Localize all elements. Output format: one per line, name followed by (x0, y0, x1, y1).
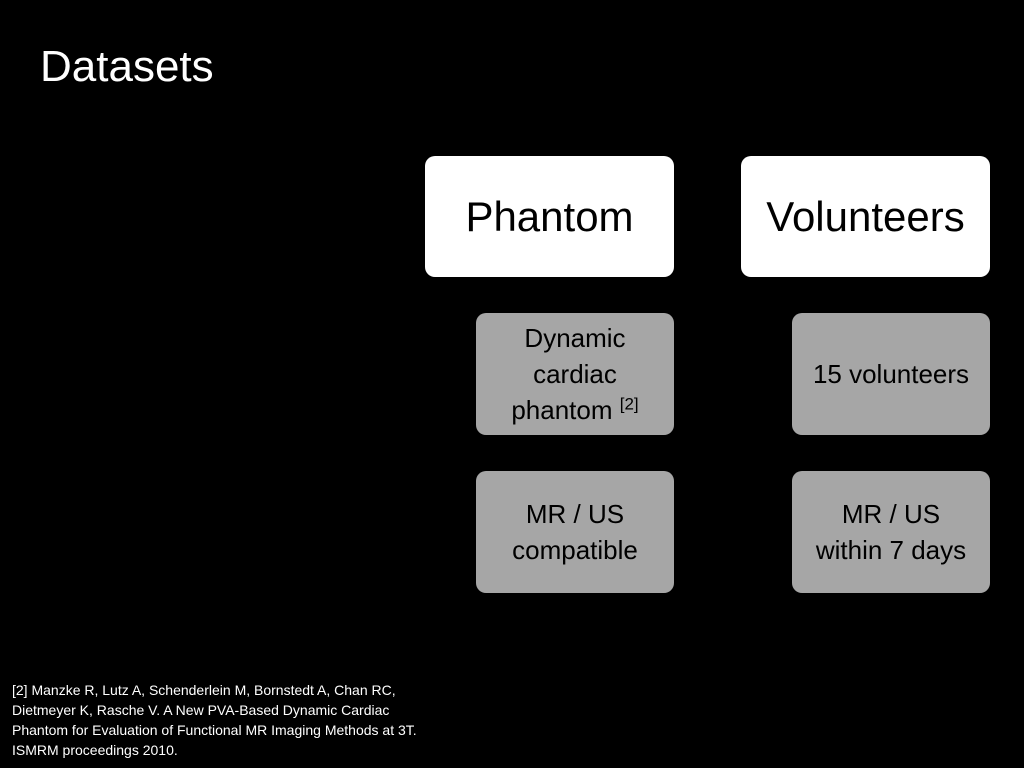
volunteers-detail-line: 15 volunteers (812, 359, 970, 389)
phantom-detail-text-2: MR / US compatible (512, 496, 638, 568)
footnote-line: Phantom for Evaluation of Functional MR … (12, 722, 417, 738)
citation-superscript: [2] (619, 394, 639, 414)
footnote-line: ISMRM proceedings 2010. (12, 742, 178, 758)
phantom-header-label: Phantom (465, 192, 634, 240)
phantom-detail-box-1: Dynamic cardiac phantom [2] (476, 313, 674, 435)
phantom-detail-line: compatible (512, 535, 638, 565)
phantom-detail-box-2: MR / US compatible (476, 471, 674, 593)
volunteers-header-box: Volunteers (741, 156, 990, 277)
phantom-detail-line: MR / US (525, 499, 625, 529)
footnote-line: Dietmeyer K, Rasche V. A New PVA-Based D… (12, 702, 390, 718)
phantom-detail-line: Dynamic (524, 323, 626, 353)
volunteers-header-label: Volunteers (766, 192, 965, 240)
phantom-detail-line: phantom (511, 395, 613, 425)
reference-footnote: [2] Manzke R, Lutz A, Schenderlein M, Bo… (12, 680, 482, 760)
slide-title: Datasets (40, 42, 214, 91)
volunteers-detail-box-2: MR / US within 7 days (792, 471, 990, 593)
phantom-header-box: Phantom (425, 156, 674, 277)
volunteers-detail-text-1: 15 volunteers (813, 356, 969, 392)
volunteers-detail-line: MR / US (841, 499, 941, 529)
volunteers-detail-box-1: 15 volunteers (792, 313, 990, 435)
phantom-detail-line: cardiac (533, 359, 617, 389)
footnote-line: [2] Manzke R, Lutz A, Schenderlein M, Bo… (12, 682, 396, 698)
phantom-detail-text-1: Dynamic cardiac phantom [2] (511, 320, 638, 428)
volunteers-detail-text-2: MR / US within 7 days (816, 496, 966, 568)
volunteers-detail-line: within 7 days (815, 535, 967, 565)
